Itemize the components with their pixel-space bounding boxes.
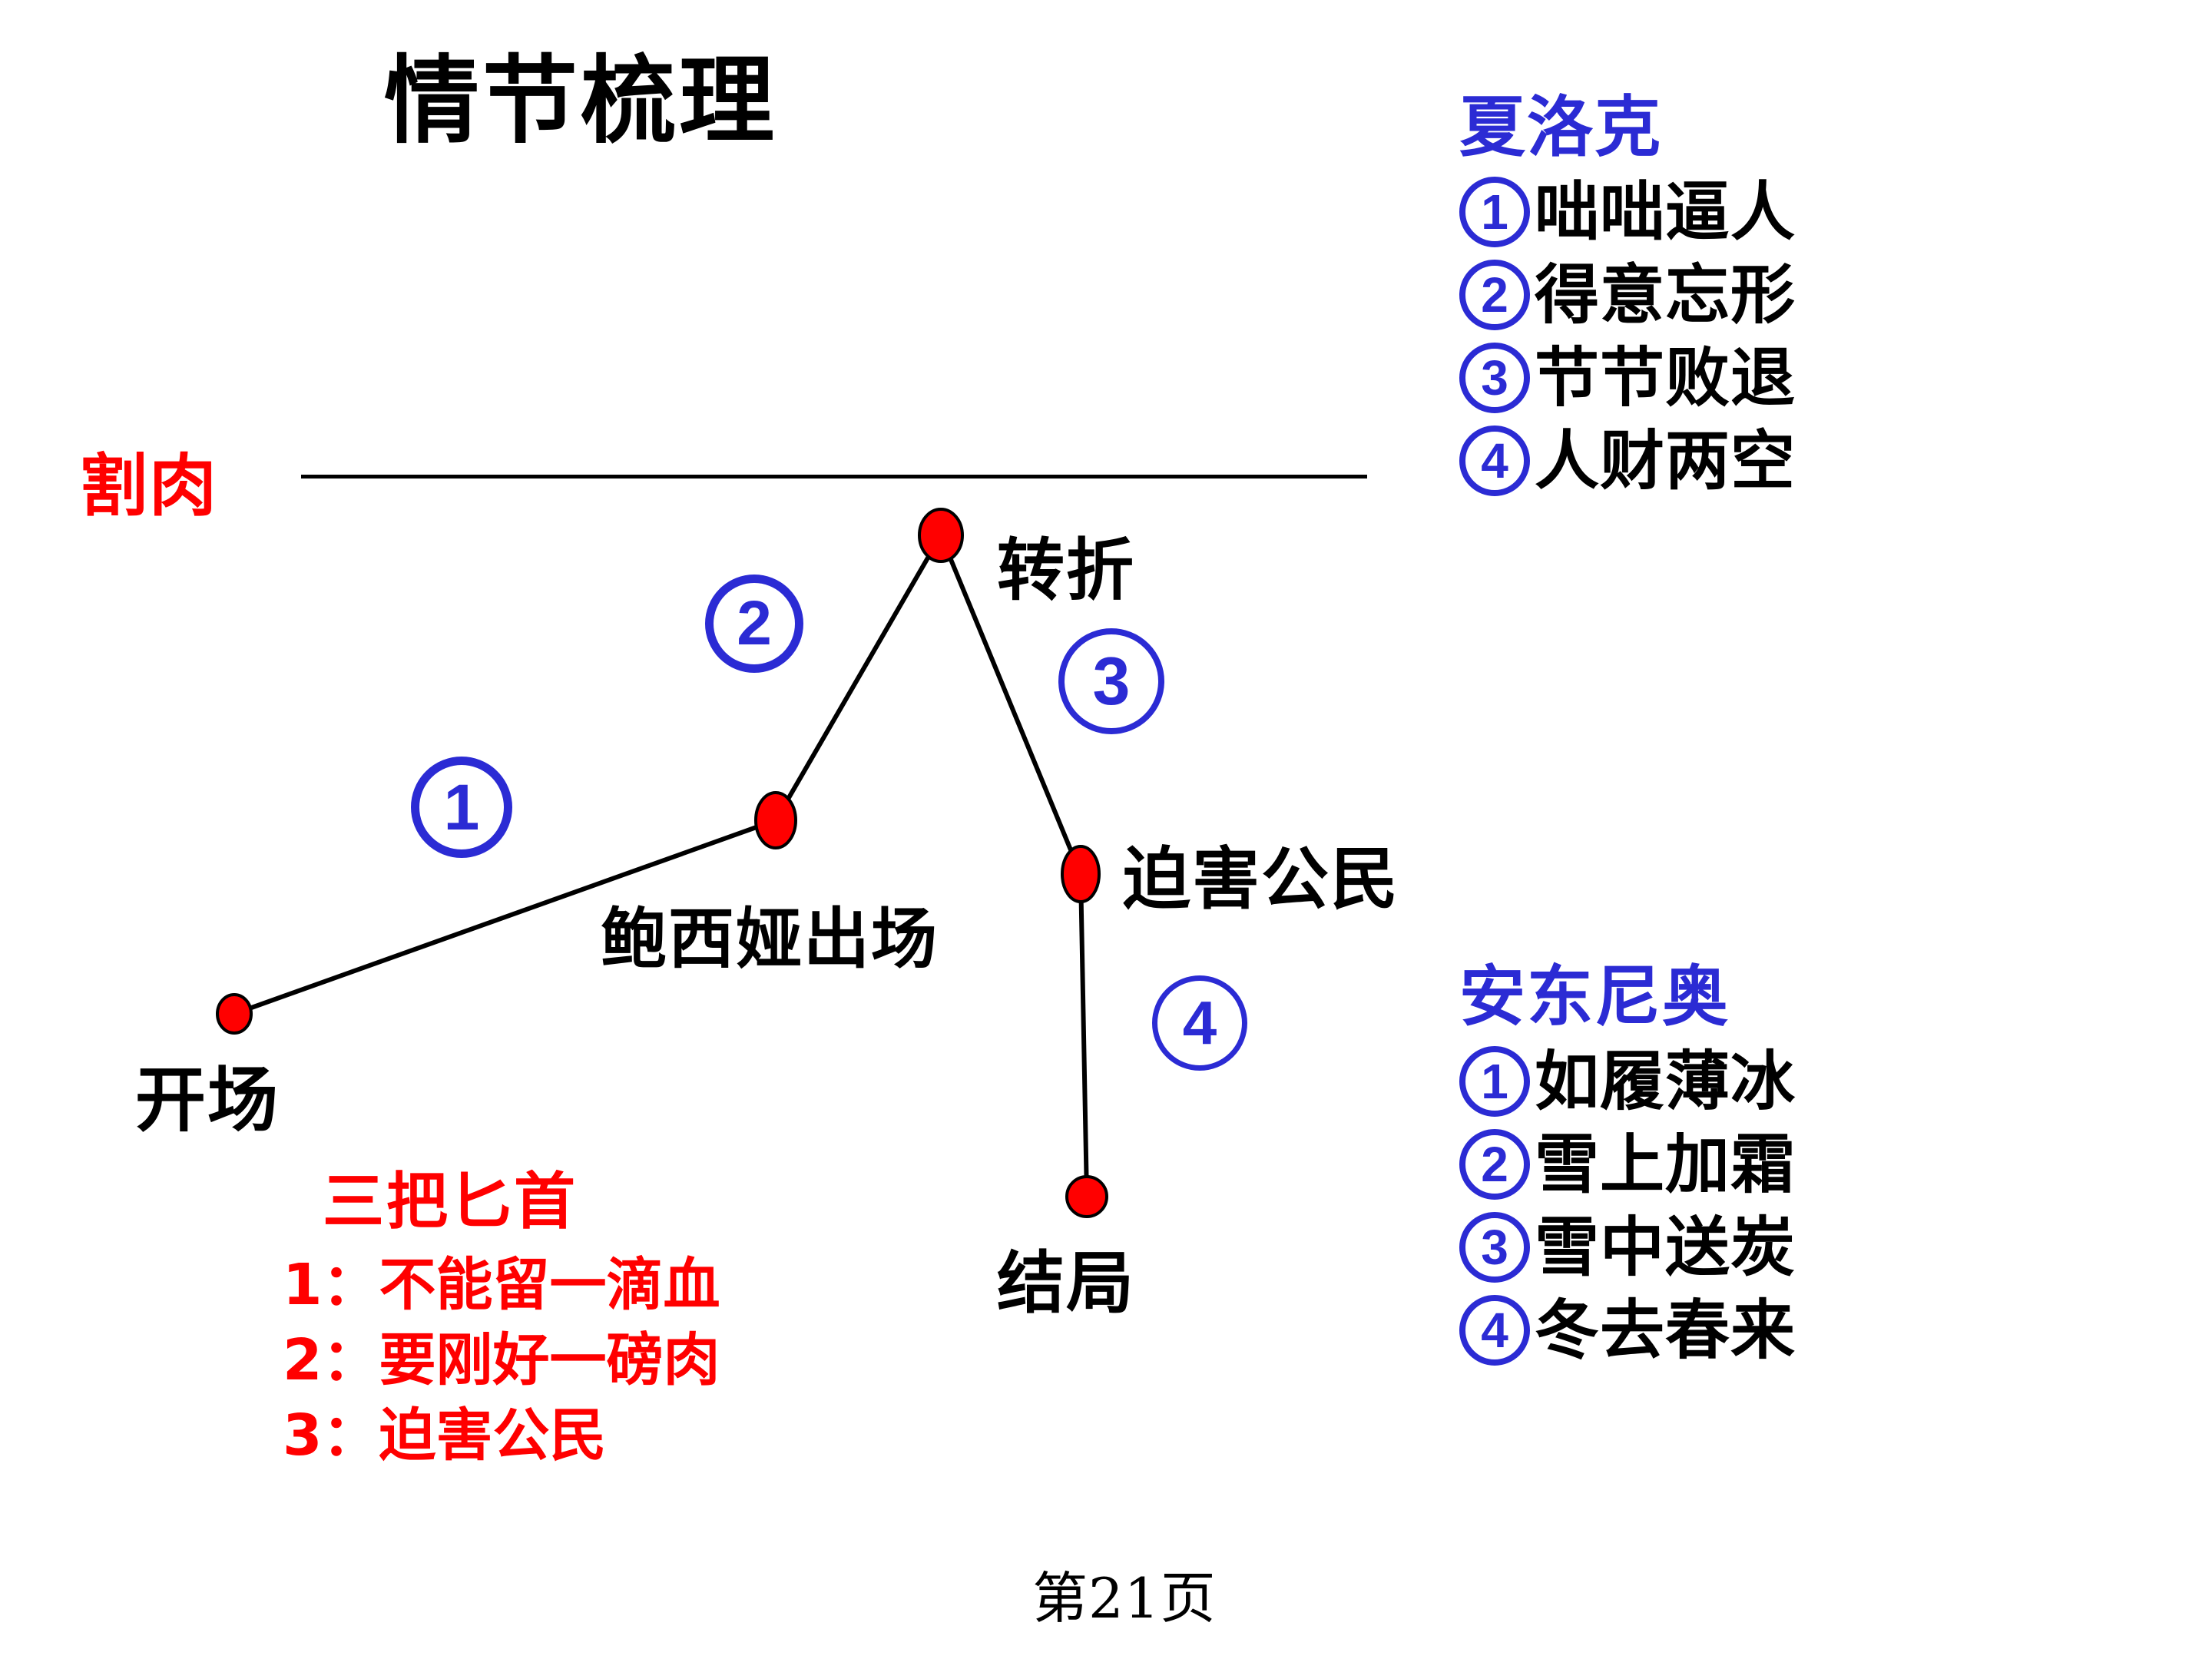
node-pohai <box>1061 845 1101 903</box>
dagger-item-text: 不能留一滴血 <box>379 1252 720 1318</box>
diagram-step-marker-4: 4 <box>1152 975 1247 1071</box>
diagram-step-marker-2: 2 <box>705 575 803 673</box>
list-item-label: 雪上加霜 <box>1535 1127 1796 1202</box>
node-baoxiya <box>754 791 797 849</box>
list-item-number: 1 <box>1459 1046 1530 1117</box>
page-title: 情节梳理 <box>384 46 778 157</box>
dagger-item: 3：迫害公民 <box>283 1398 720 1473</box>
node-label-zhuanzhe: 转折 <box>997 531 1136 610</box>
list-item: 2 得意忘形 <box>1459 260 1796 330</box>
dagger-item-text: 迫害公民 <box>379 1402 607 1469</box>
list-item-number: 3 <box>1459 1212 1530 1283</box>
dagger-item-text: 要刚好一磅肉 <box>379 1327 720 1393</box>
node-label-jieju: 结局 <box>997 1243 1136 1323</box>
shylock-heading: 夏洛克 <box>1459 89 1662 166</box>
antonio-list: 1 如履薄冰 2 雪上加霜 3 雪中送炭 4 冬去春来 <box>1459 1046 1796 1366</box>
antonio-heading: 安东尼奥 <box>1459 959 1730 1035</box>
plot-nodes <box>216 508 1108 1218</box>
page-number-footer: 第21页 <box>1032 1566 1217 1631</box>
daggers-list: 1：不能留一滴血 2：要刚好一磅肉 3：迫害公民 <box>283 1247 720 1473</box>
node-zhuanzhe <box>918 508 964 563</box>
list-item-number: 1 <box>1459 177 1530 247</box>
list-item: 3 节节败退 <box>1459 343 1796 413</box>
node-jieju <box>1065 1175 1108 1218</box>
list-item-label: 得意忘形 <box>1535 257 1796 333</box>
diagram-step-marker-1: 1 <box>411 757 512 858</box>
horizontal-divider <box>301 475 1367 478</box>
dagger-item: 2：要刚好一磅肉 <box>283 1323 720 1398</box>
list-item: 1 咄咄逼人 <box>1459 177 1796 247</box>
list-item: 1 如履薄冰 <box>1459 1046 1796 1117</box>
list-item-label: 冬去春来 <box>1535 1293 1796 1368</box>
list-item-label: 咄咄逼人 <box>1535 174 1796 250</box>
dagger-item-number: 3： <box>283 1402 379 1469</box>
node-label-pohai: 迫害公民 <box>1123 839 1400 919</box>
list-item: 4 冬去春来 <box>1459 1295 1796 1366</box>
list-item-number: 4 <box>1459 426 1530 496</box>
list-item-number: 3 <box>1459 343 1530 413</box>
dagger-item-number: 2： <box>283 1327 379 1393</box>
list-item-label: 人财两空 <box>1535 423 1796 498</box>
antonio-block: 安东尼奥 1 如履薄冰 2 雪上加霜 3 雪中送炭 4 冬去春来 <box>1459 960 1796 1366</box>
list-item: 4 人财两空 <box>1459 426 1796 496</box>
shylock-block: 夏洛克 1 咄咄逼人 2 得意忘形 3 节节败退 4 人财两空 <box>1459 91 1796 496</box>
dagger-item: 1：不能留一滴血 <box>283 1247 720 1323</box>
list-item-number: 2 <box>1459 1129 1530 1200</box>
list-item-number: 2 <box>1459 260 1530 330</box>
node-label-kaichang: 开场 <box>135 1059 280 1141</box>
dagger-item-number: 1： <box>283 1252 379 1318</box>
daggers-title: 三把匕首 <box>323 1166 578 1237</box>
list-item-label: 节节败退 <box>1535 340 1796 416</box>
list-item-label: 如履薄冰 <box>1535 1044 1796 1119</box>
node-label-baoxiya: 鲍西娅出场 <box>601 901 939 978</box>
list-item-number: 4 <box>1459 1295 1530 1366</box>
shylock-list: 1 咄咄逼人 2 得意忘形 3 节节败退 4 人财两空 <box>1459 177 1796 496</box>
list-item-label: 雪中送炭 <box>1535 1210 1796 1285</box>
plot-lines <box>233 534 1089 1197</box>
node-kaichang <box>216 993 253 1035</box>
list-item: 3 雪中送炭 <box>1459 1212 1796 1283</box>
diagram-step-marker-3: 3 <box>1058 628 1164 734</box>
annotation-label-geyao: 割肉 <box>80 446 219 525</box>
list-item: 2 雪上加霜 <box>1459 1129 1796 1200</box>
